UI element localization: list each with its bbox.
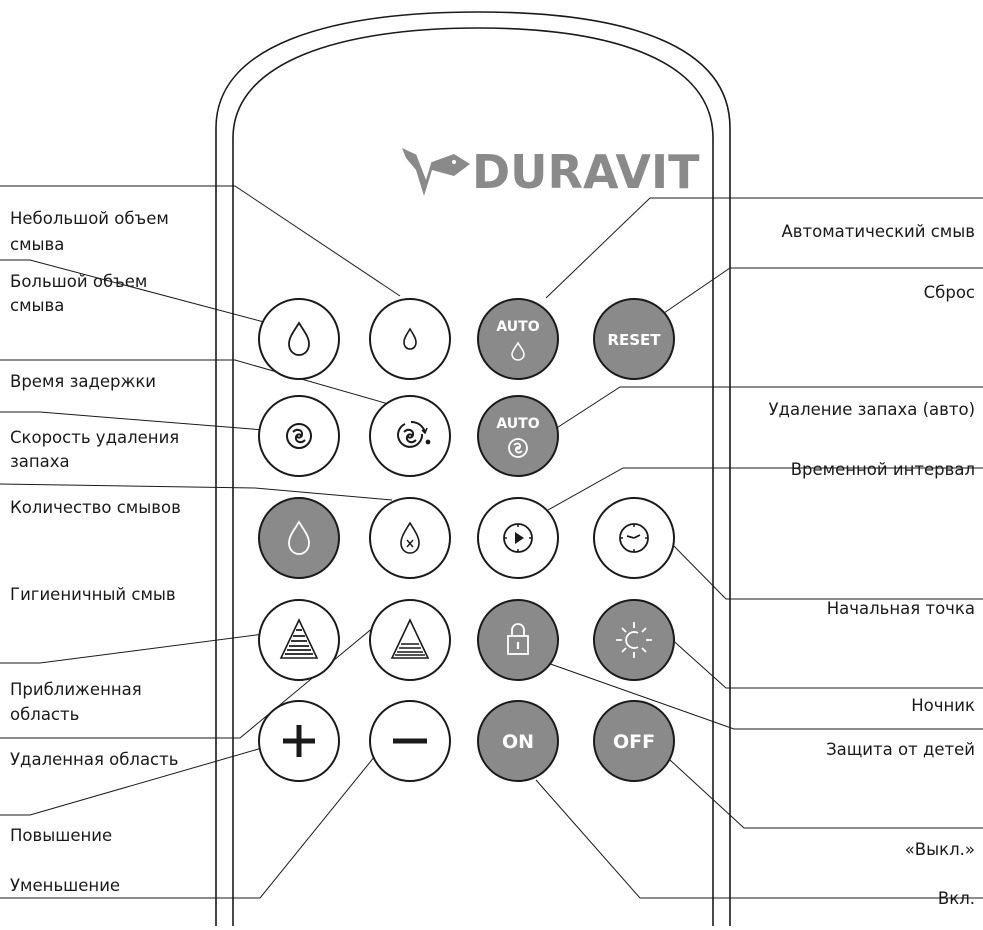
- label-time-interval: Временной интервал: [791, 460, 975, 479]
- remote-outline-outer: [215, 11, 731, 926]
- label-auto-odor: Удаление запаха (авто): [769, 400, 976, 419]
- drop-small-icon: [511, 341, 525, 361]
- odor-speed-button[interactable]: [258, 395, 340, 477]
- triangle-sparse-icon: [390, 618, 430, 659]
- fan-icon: [286, 423, 312, 449]
- plus-icon: [283, 725, 315, 757]
- label-night-light: Ночник: [911, 696, 975, 715]
- label-large-flush: Большой объем смыва: [10, 272, 153, 315]
- on-button-label: ON: [502, 731, 534, 753]
- far-area-button[interactable]: [369, 599, 451, 681]
- triangle-dense-icon: [279, 618, 319, 659]
- near-area-button[interactable]: [258, 599, 340, 681]
- off-button[interactable]: OFF: [593, 700, 675, 782]
- start-point-button[interactable]: [593, 497, 675, 579]
- drop-large-icon: [288, 321, 310, 356]
- clock-play-icon: [503, 523, 533, 553]
- night-light-button[interactable]: [593, 599, 675, 681]
- remote-outline-inner: [232, 27, 714, 926]
- label-far-area: Удаленная область: [10, 750, 178, 769]
- auto-flush-button[interactable]: AUTO: [477, 298, 559, 380]
- small-flush-button[interactable]: [369, 298, 451, 380]
- duravit-logo: DURAVIT: [402, 145, 700, 199]
- label-hygiene-flush: Гигиеничный смыв: [10, 585, 176, 604]
- drop-large-icon: [288, 520, 310, 555]
- drop-x-icon: [400, 521, 420, 554]
- label-off: «Выкл.»: [905, 840, 975, 859]
- duravit-logo-mark: [402, 148, 470, 196]
- auto-odor-button[interactable]: AUTO: [477, 395, 559, 477]
- child-lock-button[interactable]: [477, 599, 559, 681]
- label-flush-count: Количество смывов: [10, 498, 181, 517]
- label-increase: Повышение: [10, 826, 112, 845]
- label-start-point: Начальная точка: [827, 599, 975, 618]
- auto-odor-button-label: AUTO: [496, 416, 539, 432]
- increase-button[interactable]: [258, 700, 340, 782]
- remote-body: [215, 11, 731, 926]
- flush-count-button[interactable]: [258, 497, 340, 579]
- label-near-area: Приближенная область: [10, 680, 147, 724]
- reset-button[interactable]: RESET: [593, 298, 675, 380]
- duravit-logo-text: DURAVIT: [472, 145, 700, 199]
- fan-timer-icon: [397, 421, 431, 448]
- off-button-label: OFF: [613, 731, 655, 753]
- label-decrease: Уменьшение: [10, 876, 120, 895]
- label-delay-time: Время задержки: [10, 372, 156, 391]
- label-reset: Сброс: [924, 283, 975, 302]
- clock-icon: [619, 523, 649, 553]
- drop-small-icon: [403, 327, 417, 350]
- lock-icon: [507, 623, 529, 655]
- flush-x-button[interactable]: [369, 497, 451, 579]
- label-small-flush: Небольшой объем смыва: [10, 209, 174, 254]
- leader-lines: [0, 185, 983, 899]
- label-child-lock: Защита от детей: [826, 740, 975, 759]
- label-odor-speed: Скорость удаления запаха: [10, 428, 184, 471]
- label-auto-flush: Автоматический смыв: [781, 222, 975, 241]
- labels-right: Автоматический смыв Сброс Удаление запах…: [769, 222, 976, 908]
- auto-flush-button-label: AUTO: [496, 319, 539, 335]
- reset-button-label: RESET: [607, 331, 661, 349]
- on-button[interactable]: ON: [477, 700, 559, 782]
- delay-time-button[interactable]: [369, 395, 451, 477]
- labels-left: Небольшой объем смыва Большой объем смыв…: [10, 209, 184, 895]
- fan-icon: [508, 438, 528, 458]
- large-flush-button[interactable]: [258, 298, 340, 380]
- decrease-button[interactable]: [369, 700, 451, 782]
- sun-moon-icon: [616, 622, 652, 658]
- label-on: Вкл.: [938, 889, 975, 908]
- time-interval-button[interactable]: [477, 497, 559, 579]
- button-grid: AUTO RESET: [258, 298, 675, 782]
